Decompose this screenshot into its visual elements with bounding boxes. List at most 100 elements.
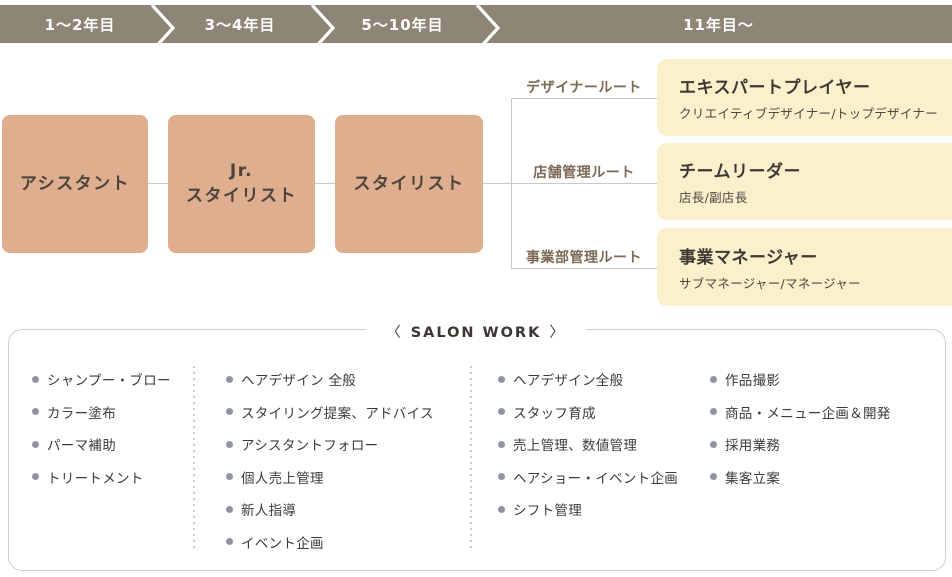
bullet-icon	[498, 375, 505, 383]
route-label-store-management: 店舗管理ルート	[533, 165, 635, 181]
connector-line	[511, 98, 512, 269]
bullet-icon	[498, 440, 505, 448]
list-item-label: アシスタントフォロー	[241, 438, 379, 454]
list-item: 商品・メニュー企画＆開発	[710, 402, 891, 422]
list-item: イベント企画	[226, 532, 434, 552]
stage-label-line2: スタイリスト	[186, 186, 297, 206]
list-item-label: イベント企画	[241, 535, 324, 552]
career-card-title: チームリーダー	[679, 162, 801, 182]
salon-work-title-text: SALON WORK	[410, 325, 542, 341]
bullet-icon	[498, 505, 505, 513]
bracket-left: 〈	[386, 325, 403, 341]
career-card-business-manager: 事業マネージャー サブマネージャー/マネージャー	[657, 228, 952, 306]
stage-box-assistant: アシスタント	[2, 115, 148, 253]
timeline-segment-label: 5〜10年目	[361, 15, 444, 34]
bullet-icon	[226, 473, 233, 480]
bullet-icon	[226, 505, 233, 513]
salon-work-panel	[8, 329, 946, 571]
connector-line	[148, 183, 168, 184]
bullet-icon	[710, 408, 717, 415]
timeline-segment-years-1-2: 1〜2年目	[0, 5, 160, 43]
list-item: スタイリング提案、アドバイス	[226, 402, 434, 422]
connector-line	[483, 183, 657, 184]
stage-box-stylist: スタイリスト	[335, 115, 483, 253]
list-item-label: 採用業務	[725, 438, 781, 454]
bullet-icon	[710, 473, 717, 480]
list-item: 作品撮影	[710, 369, 891, 389]
bullet-icon	[226, 440, 233, 448]
list-item-label: パーマ補助	[47, 438, 116, 454]
career-card-subtitle: サブマネージャー/マネージャー	[679, 275, 861, 291]
bullet-icon	[226, 375, 233, 383]
list-item-label: 売上管理、数値管理	[513, 438, 638, 454]
bullet-icon	[32, 440, 39, 448]
chevron-right-icon	[150, 3, 176, 53]
list-item-label: ヘアショー・イベント企画	[513, 470, 679, 487]
career-card-subtitle: クリエイティブデザイナー/トップデザイナー	[679, 106, 939, 121]
timeline-segment-label: 11年目〜	[683, 15, 754, 34]
list-item-label: 商品・メニュー企画＆開発	[725, 405, 891, 422]
list-item: ヘアデザイン 全般	[226, 369, 434, 389]
list-item-label: スタッフ育成	[513, 405, 596, 422]
bullet-icon	[710, 375, 717, 383]
list-item: シャンプー・ブロー	[32, 369, 171, 389]
connector-line	[511, 98, 657, 99]
list-item: 売上管理、数値管理	[498, 434, 678, 454]
timeline-segment-years-11-plus: 11年目〜	[485, 5, 952, 43]
timeline-segment-label: 1〜2年目	[44, 15, 116, 34]
stage-label: スタイリスト	[353, 173, 465, 194]
salon-work-column-assistant: シャンプー・ブロー カラー塗布 パーマ補助 トリートメント	[32, 369, 171, 499]
list-item: トリートメント	[32, 467, 171, 487]
dotted-divider	[193, 366, 195, 548]
chevron-right-icon	[310, 3, 336, 53]
list-item: パーマ補助	[32, 434, 171, 454]
salon-work-column-stylist: ヘアデザイン 全般 スタイリング提案、アドバイス アシスタントフォロー 個人売上…	[226, 369, 434, 564]
list-item: 個人売上管理	[226, 467, 434, 487]
stage-label: アシスタント	[19, 173, 131, 194]
dotted-divider	[470, 366, 472, 548]
chevron-right-icon	[475, 3, 501, 53]
bullet-icon	[32, 375, 39, 383]
salon-work-column-manager: ヘアデザイン全般 スタッフ育成 売上管理、数値管理 ヘアショー・イベント企画 シ…	[498, 369, 678, 532]
stage-box-jr-stylist: Jr. スタイリスト	[168, 115, 315, 253]
bullet-icon	[32, 408, 39, 415]
career-card-team-leader: チームリーダー 店長/副店長	[657, 143, 952, 220]
list-item: 集客立案	[710, 467, 891, 487]
list-item-label: ヘアデザイン 全般	[241, 373, 356, 389]
list-item-label: スタイリング提案、アドバイス	[241, 405, 434, 422]
timeline-segment-years-5-10: 5〜10年目	[320, 5, 485, 43]
list-item: 採用業務	[710, 434, 891, 454]
salon-work-column-expert: 作品撮影 商品・メニュー企画＆開発 採用業務 集客立案	[710, 369, 891, 499]
list-item: ヘアショー・イベント企画	[498, 467, 678, 487]
timeline-segment-label: 3〜4年目	[204, 15, 276, 34]
career-card-expert-player: エキスパートプレイヤー クリエイティブデザイナー/トップデザイナー	[657, 59, 952, 136]
route-label-division-management: 事業部管理ルート	[526, 250, 642, 266]
bullet-icon	[32, 473, 39, 480]
list-item: カラー塗布	[32, 402, 171, 422]
list-item-label: カラー塗布	[47, 405, 116, 422]
career-card-subtitle: 店長/副店長	[679, 190, 748, 205]
bullet-icon	[498, 473, 505, 480]
list-item-label: 作品撮影	[725, 373, 781, 389]
list-item: ヘアデザイン全般	[498, 369, 678, 389]
bullet-icon	[710, 440, 717, 448]
list-item: シフト管理	[498, 499, 678, 519]
route-label-designer: デザイナールート	[526, 80, 642, 96]
bullet-icon	[226, 408, 233, 415]
career-card-title: エキスパートプレイヤー	[679, 78, 871, 98]
list-item: 新人指導	[226, 499, 434, 519]
list-item-label: シャンプー・ブロー	[47, 373, 171, 389]
career-card-title: 事業マネージャー	[679, 247, 818, 268]
list-item: スタッフ育成	[498, 402, 678, 422]
connector-line	[511, 268, 657, 269]
stage-label-line1: Jr.	[229, 161, 254, 182]
bullet-icon	[226, 538, 233, 545]
list-item-label: 個人売上管理	[241, 470, 324, 487]
list-item-label: トリートメント	[47, 470, 144, 487]
list-item-label: シフト管理	[513, 503, 582, 519]
salon-work-title: 〈SALON WORK〉	[366, 321, 586, 342]
list-item-label: 集客立案	[725, 470, 781, 487]
connector-line	[315, 183, 335, 184]
bullet-icon	[498, 408, 505, 415]
